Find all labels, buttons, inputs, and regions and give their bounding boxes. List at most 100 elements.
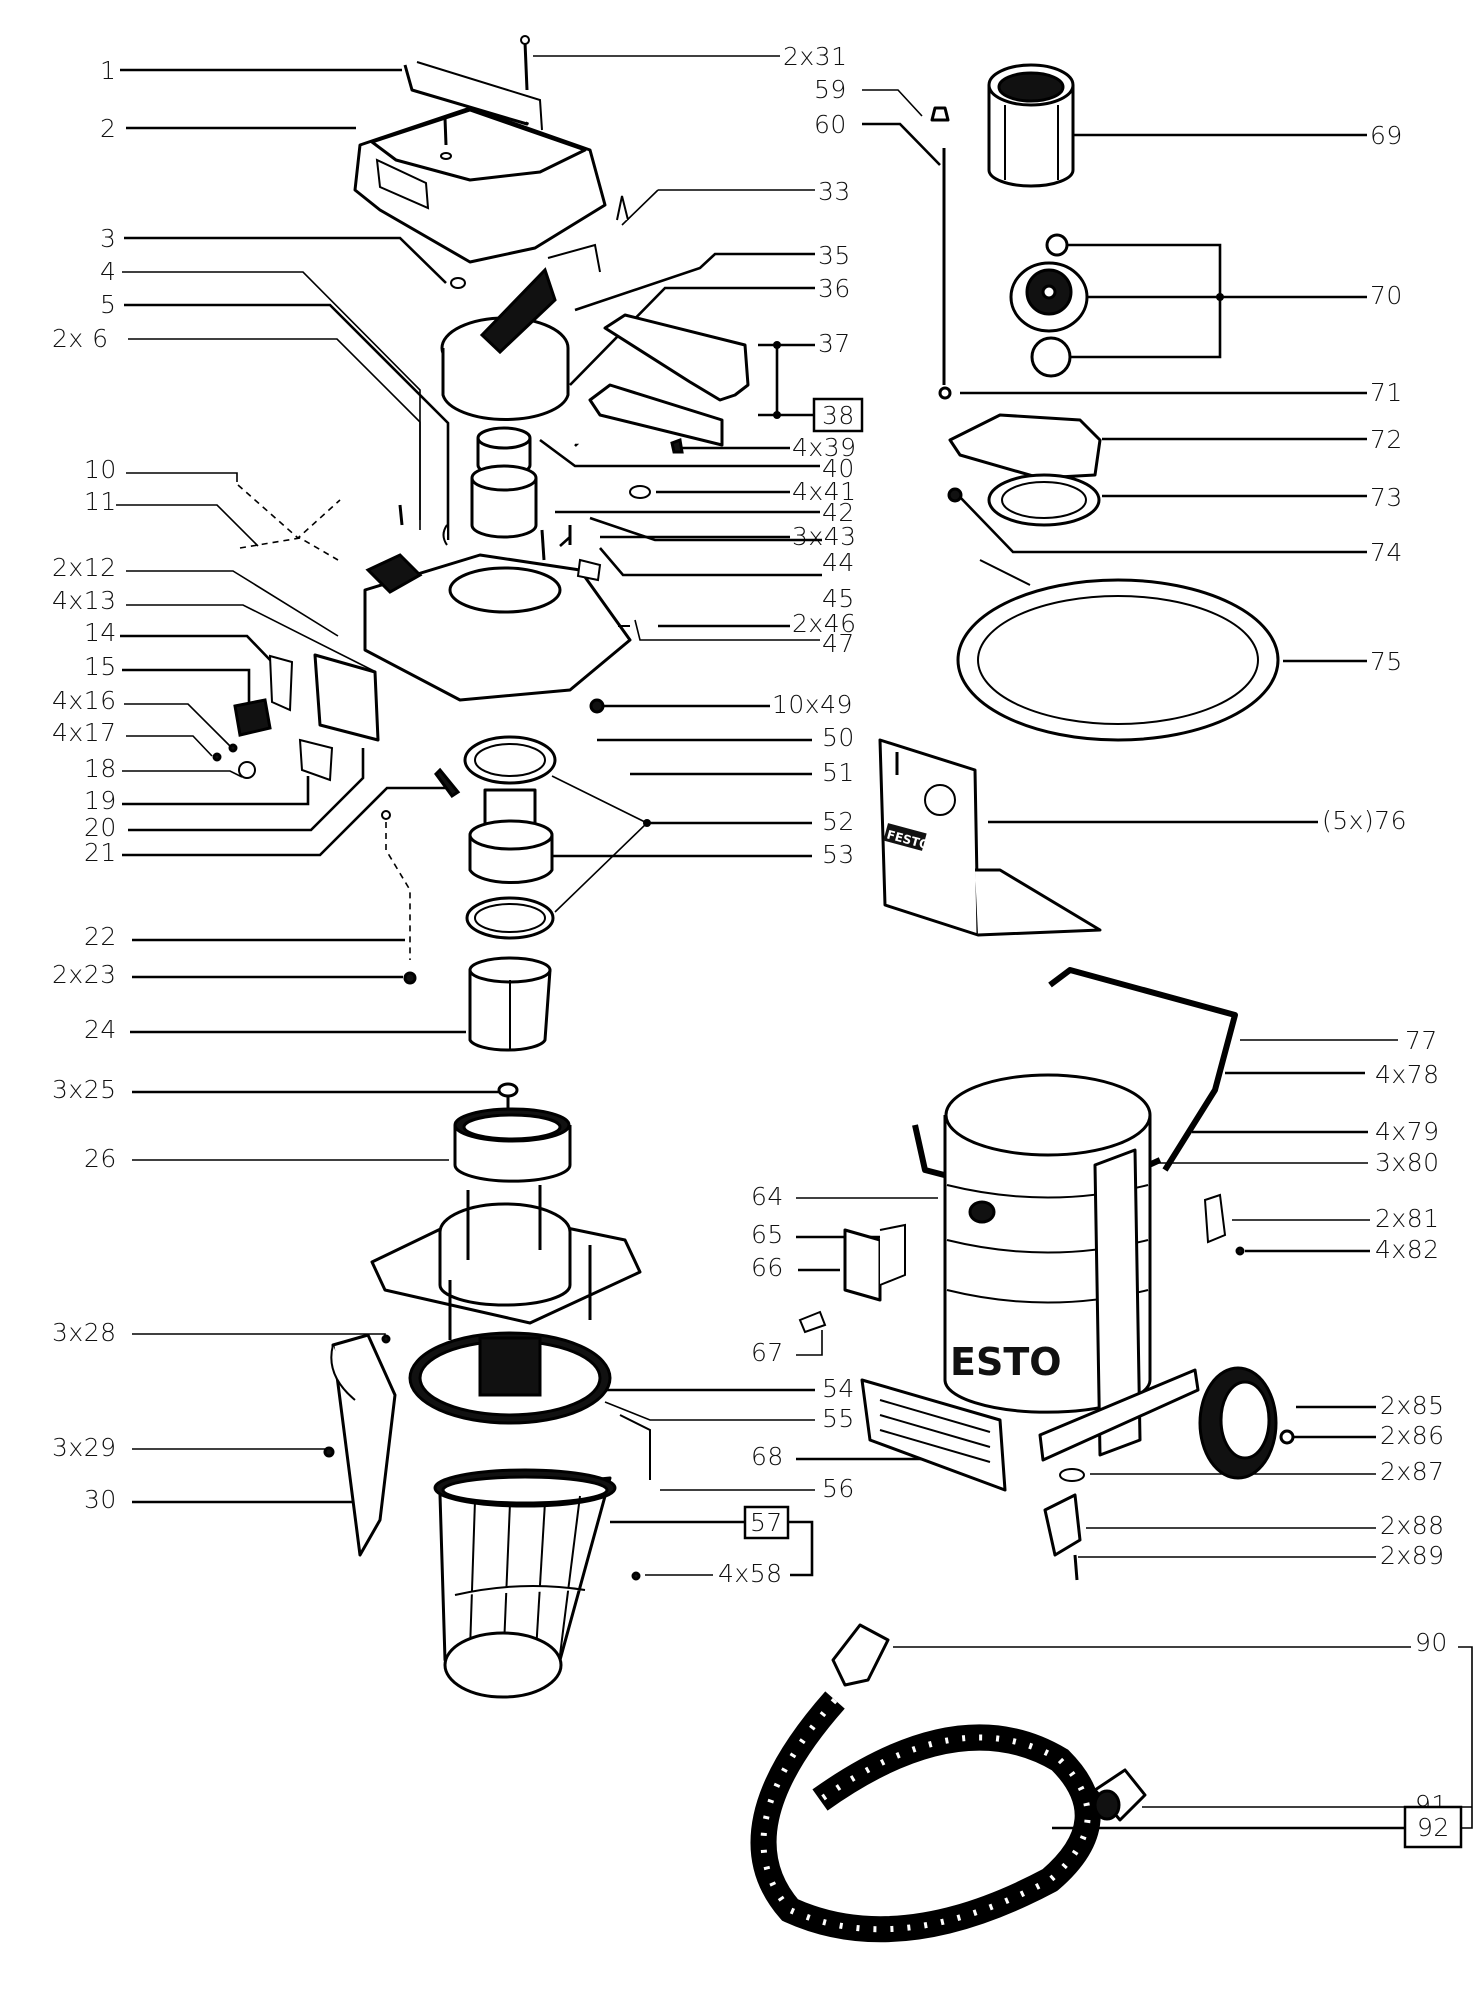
leader-67 xyxy=(796,1330,823,1356)
side-column xyxy=(1093,1148,1142,1457)
switch-15 xyxy=(233,698,272,737)
port-66 xyxy=(843,1228,882,1302)
motor-53-top xyxy=(468,819,554,851)
washer-71 xyxy=(938,386,952,400)
label-3x25: 3x25 xyxy=(52,1075,117,1104)
hose-92 xyxy=(750,1691,1101,1943)
screw-2x89 xyxy=(1073,1554,1079,1581)
disc-70-hub xyxy=(1041,284,1057,300)
panel-76: FESTO xyxy=(878,738,1102,937)
float-cage xyxy=(478,1336,542,1397)
label-71: 71 xyxy=(1370,378,1403,407)
label-26: 26 xyxy=(84,1144,117,1173)
cartridge-opening xyxy=(997,71,1065,103)
label-20: 20 xyxy=(84,813,117,842)
label-51: 51 xyxy=(822,758,855,787)
label-14: 14 xyxy=(84,618,117,647)
cover-window xyxy=(375,158,430,210)
cable-10 xyxy=(237,484,341,540)
nozzle-opening xyxy=(1093,1789,1121,1821)
label-52: 52 xyxy=(822,807,855,836)
leader-18 xyxy=(122,770,243,778)
panel-76-base xyxy=(975,868,1102,937)
label-68: 68 xyxy=(751,1442,784,1471)
label-74: 74 xyxy=(1370,538,1403,567)
leader-70-bracket xyxy=(1066,243,1367,359)
label-2x89: 2x89 xyxy=(1380,1541,1445,1570)
panel-dial xyxy=(924,784,956,816)
label-75: 75 xyxy=(1370,647,1403,676)
bracket-30 xyxy=(331,1333,397,1557)
head-frame-tube xyxy=(438,1232,572,1307)
basket-rib xyxy=(469,1499,476,1651)
label-53: 53 xyxy=(822,840,855,869)
label-2x86: 2x86 xyxy=(1380,1421,1445,1450)
bracket-37 xyxy=(603,313,750,402)
leader-19 xyxy=(122,776,310,806)
label-55: 55 xyxy=(822,1404,855,1433)
leader-4x16 xyxy=(124,703,231,747)
box-38 xyxy=(812,397,864,433)
label-2x81: 2x81 xyxy=(1375,1204,1440,1233)
frame-20 xyxy=(313,653,380,742)
basket-rib xyxy=(559,1495,581,1656)
label-47: 47 xyxy=(822,629,855,658)
nut-70 xyxy=(1045,233,1069,257)
label-69: 69 xyxy=(1370,121,1403,150)
clip-67 xyxy=(798,1310,827,1334)
screw-4x16 xyxy=(228,743,238,753)
clamp-72 xyxy=(948,413,1102,480)
label-37: 37 xyxy=(818,329,851,358)
leader-74 xyxy=(957,494,1367,554)
label-66: 66 xyxy=(751,1253,784,1282)
cartridge-body xyxy=(987,85,1075,188)
base-plate xyxy=(363,553,632,702)
label-67: 67 xyxy=(751,1338,784,1367)
label-2x12: 2x12 xyxy=(52,553,117,582)
screw-2x31 xyxy=(523,41,529,91)
label-59: 59 xyxy=(814,75,847,104)
stud-3x25 xyxy=(497,1082,519,1098)
port-65 xyxy=(879,1223,906,1286)
label-65: 65 xyxy=(751,1220,784,1249)
leader-36 xyxy=(569,286,815,386)
label-2x85: 2x85 xyxy=(1380,1391,1445,1420)
label-64: 64 xyxy=(751,1182,784,1211)
drum-cart-assembly: ESTO xyxy=(798,967,1295,1581)
label-11: 11 xyxy=(84,487,117,516)
motor-base xyxy=(363,525,632,714)
leader-3x43 xyxy=(559,535,790,547)
label-4: 4 xyxy=(100,257,116,286)
junction-dot xyxy=(773,341,781,349)
clip-4x58 xyxy=(631,1571,641,1581)
tube-22 xyxy=(385,822,411,960)
bracket-90-92 xyxy=(1458,1646,1473,1829)
label-2x23: 2x23 xyxy=(52,960,117,989)
label-22: 22 xyxy=(84,922,117,951)
caster-2x88 xyxy=(1043,1493,1082,1557)
drum-inlet xyxy=(968,1200,996,1224)
bracket-2x81 xyxy=(1203,1193,1227,1244)
float-rod-56 xyxy=(619,1414,651,1480)
leader-40 xyxy=(539,438,820,468)
screw-3x43 xyxy=(540,529,546,561)
label-73: 73 xyxy=(1370,483,1403,512)
terminal-block xyxy=(365,553,423,594)
label-54: 54 xyxy=(822,1374,855,1403)
cable-coil-75-inner xyxy=(977,595,1259,725)
leader-4x17 xyxy=(126,735,213,757)
label-4x82: 4x82 xyxy=(1375,1235,1440,1264)
label-72: 72 xyxy=(1370,425,1403,454)
screw-head xyxy=(520,35,530,45)
label-24: 24 xyxy=(84,1015,117,1044)
cylinder-top xyxy=(470,464,538,492)
screw-3x29 xyxy=(323,1446,335,1458)
screw-4x82 xyxy=(1235,1246,1245,1256)
bracket-37-38 xyxy=(588,313,750,499)
leader-14 xyxy=(120,634,273,663)
carry-handle-bar xyxy=(416,61,543,131)
drum-brand-text: ESTO xyxy=(950,1340,1062,1384)
label-36: 36 xyxy=(818,274,851,303)
leader-35 xyxy=(574,252,815,312)
